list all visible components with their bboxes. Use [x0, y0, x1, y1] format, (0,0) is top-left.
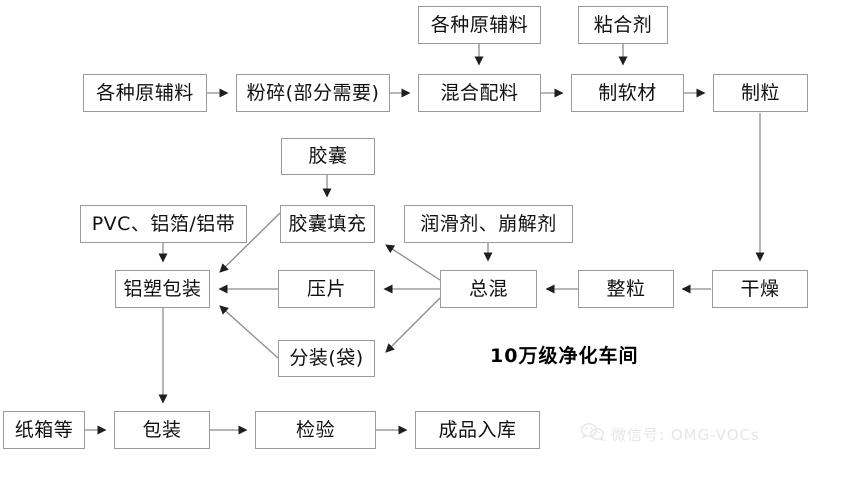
edge-totalmix-to-capsulefilling [385, 244, 441, 281]
node-inspection[interactable]: 检验 [255, 411, 376, 449]
wechat-icon [580, 423, 606, 445]
node-crushing[interactable]: 粉碎(部分需要) [236, 74, 390, 112]
node-label: 纸箱等 [14, 418, 74, 441]
node-label: 成品入库 [438, 418, 517, 441]
node-label: 胶囊填充 [288, 212, 367, 235]
node-label: 检验 [295, 418, 335, 441]
node-label: 粘合剂 [593, 13, 653, 36]
clean-room-label: 10万级净化车间 [490, 345, 639, 367]
node-label: 压片 [306, 277, 346, 300]
node-label: 各种原辅料 [96, 81, 194, 104]
node-label: 胶囊 [308, 145, 348, 167]
clean-room-annotation: 10万级净化车间 [490, 341, 638, 368]
node-binder[interactable]: 粘合剂 [578, 6, 668, 44]
node-pvc-foil[interactable]: PVC、铝箔/铝带 [80, 205, 247, 243]
node-label: 铝塑包装 [123, 277, 202, 300]
node-sizing[interactable]: 整粒 [578, 270, 674, 308]
watermark: 微信号: OMG-VOCs [580, 423, 760, 445]
node-label: PVC、铝箔/铝带 [91, 212, 236, 235]
node-total-mixing[interactable]: 总混 [440, 270, 537, 308]
edge-capsulefilling-to-alupack [219, 212, 281, 273]
node-bagging[interactable]: 分装(袋) [278, 340, 375, 377]
node-carton[interactable]: 纸箱等 [3, 411, 85, 449]
node-alu-plastic-packing[interactable]: 铝塑包装 [115, 270, 210, 308]
node-label: 混合配料 [440, 81, 519, 104]
node-label: 制粒 [740, 81, 780, 104]
node-label: 分装(袋) [289, 347, 364, 369]
node-granulation[interactable]: 制粒 [713, 74, 808, 112]
node-tableting[interactable]: 压片 [278, 270, 375, 308]
node-raw-materials-2[interactable]: 各种原辅料 [418, 6, 541, 44]
node-lubricant[interactable]: 润滑剂、崩解剂 [404, 205, 573, 243]
node-capsule-filling[interactable]: 胶囊填充 [280, 205, 375, 243]
edge-totalmix-to-bagging [385, 297, 441, 353]
edge-bagging-to-alupack [219, 305, 279, 359]
watermark-text: 微信号: OMG-VOCs [611, 425, 760, 444]
node-label: 总混 [468, 277, 508, 300]
node-mixing[interactable]: 混合配料 [418, 74, 541, 112]
node-capsule[interactable]: 胶囊 [281, 138, 375, 175]
node-label: 整粒 [606, 277, 646, 300]
node-label: 包装 [142, 418, 182, 441]
node-label: 润滑剂、崩解剂 [420, 212, 557, 235]
node-warehouse[interactable]: 成品入库 [415, 411, 540, 449]
node-drying[interactable]: 干燥 [712, 270, 808, 308]
node-label: 制软材 [598, 81, 657, 104]
node-packing[interactable]: 包装 [114, 411, 210, 449]
node-raw-materials-1[interactable]: 各种原辅料 [83, 74, 207, 112]
node-soft-material[interactable]: 制软材 [571, 74, 684, 112]
node-label: 各种原辅料 [430, 13, 529, 36]
node-label: 粉碎(部分需要) [246, 81, 380, 104]
node-label: 干燥 [740, 277, 780, 300]
